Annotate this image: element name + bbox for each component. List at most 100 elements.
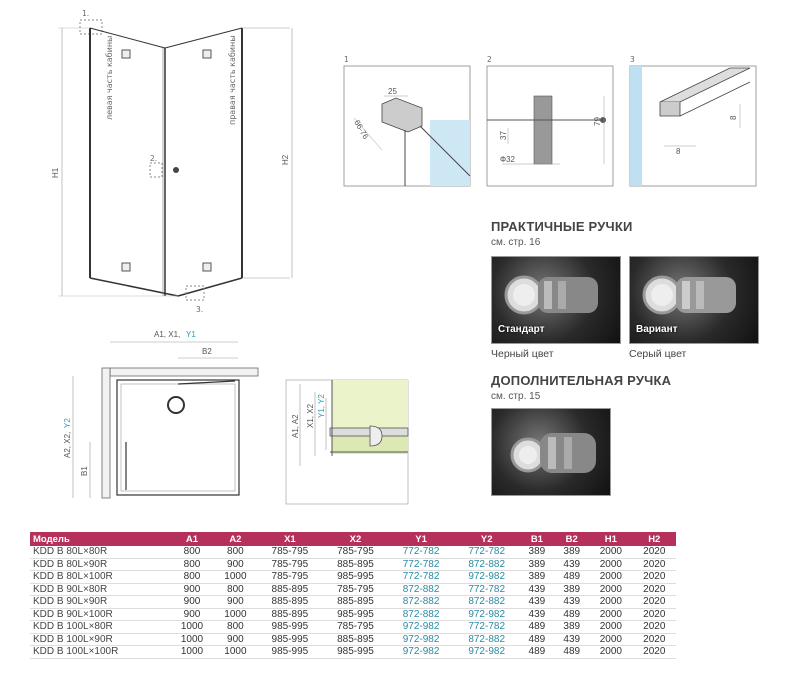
table-cell: 2000 bbox=[589, 645, 633, 659]
table-cell: 872-882 bbox=[388, 595, 454, 609]
dim-plan-b1: B1 bbox=[80, 466, 89, 476]
table-cell: 972-982 bbox=[453, 608, 520, 621]
dim-plan-side-cyan: Y2 bbox=[63, 418, 72, 428]
table-cell: 2020 bbox=[632, 558, 676, 571]
handle-label-variant: Вариант bbox=[636, 324, 678, 335]
col-model: Модель bbox=[30, 532, 171, 546]
table-cell: 900 bbox=[213, 595, 258, 609]
table-cell: 439 bbox=[554, 558, 590, 571]
table-cell: 389 bbox=[519, 570, 555, 584]
table-cell: 2020 bbox=[632, 608, 676, 621]
table-cell: KDD B 90L×90R bbox=[30, 595, 171, 609]
dim-h2: H2 bbox=[281, 154, 290, 165]
table-cell: 772-782 bbox=[388, 570, 454, 584]
table-cell: 972-982 bbox=[453, 645, 520, 659]
table-cell: 785-795 bbox=[257, 558, 323, 571]
table-cell: 439 bbox=[554, 633, 590, 646]
table-cell: 885-895 bbox=[257, 595, 323, 609]
table-cell: 2020 bbox=[632, 620, 676, 634]
table-cell: KDD B 90L×80R bbox=[30, 583, 171, 596]
table-cell: 2020 bbox=[632, 583, 676, 596]
dim-plan-a-cyan: Y1 bbox=[186, 330, 196, 339]
table-cell: 2000 bbox=[589, 570, 633, 584]
table-cell: 439 bbox=[519, 608, 555, 621]
table-cell: 985-995 bbox=[322, 570, 389, 584]
detail-2-dim-b: 79 bbox=[593, 117, 602, 126]
table-cell: 800 bbox=[213, 620, 258, 634]
right-part-label: правая часть кабины bbox=[228, 35, 237, 125]
col-h1: H1 bbox=[589, 532, 633, 546]
table-cell: 885-895 bbox=[322, 595, 389, 609]
table-cell: 872-882 bbox=[388, 608, 454, 621]
table-cell: 389 bbox=[554, 620, 590, 634]
detail-2-dim-a: 37 bbox=[499, 131, 508, 140]
table-cell: 2000 bbox=[589, 595, 633, 609]
section-a: A1, A2 bbox=[291, 414, 300, 438]
table-cell: 900 bbox=[213, 558, 258, 571]
table-cell: 985-995 bbox=[322, 645, 389, 659]
table-cell: 2020 bbox=[632, 633, 676, 646]
table-cell: 439 bbox=[519, 595, 555, 609]
col-h2: H2 bbox=[632, 532, 676, 546]
handle-photo-standard: Стандарт bbox=[491, 256, 621, 344]
marker-2: 2. bbox=[150, 154, 157, 163]
table-cell: KDD B 100L×80R bbox=[30, 620, 171, 634]
extra-handle-title: ДОПОЛНИТЕЛЬНАЯ РУЧКА bbox=[491, 373, 672, 388]
dim-plan-a: A1, X1, bbox=[154, 330, 180, 339]
col-x1: X1 bbox=[257, 532, 323, 546]
table-cell: 972-982 bbox=[388, 620, 454, 634]
spec-table-header: Модель A1 A2 X1 X2 Y1 Y2 B1 B2 H1 H2 bbox=[30, 532, 676, 546]
detail-3-dim-b: 8 bbox=[729, 115, 738, 120]
spec-table: Модель A1 A2 X1 X2 Y1 Y2 B1 B2 H1 H2 KDD… bbox=[30, 532, 676, 659]
section-y: Y1, Y2 bbox=[317, 394, 326, 418]
dim-h1: H1 bbox=[51, 167, 60, 178]
table-cell: 972-982 bbox=[388, 633, 454, 646]
handle-variant-icon bbox=[642, 275, 736, 315]
handle-caption-standard: Черный цвет bbox=[491, 348, 554, 360]
table-cell: KDD B 100L×90R bbox=[30, 633, 171, 646]
left-part-label: левая часть кабины bbox=[105, 36, 114, 120]
table-cell: 2020 bbox=[632, 570, 676, 584]
table-cell: 985-995 bbox=[257, 633, 323, 646]
col-a1: A1 bbox=[170, 532, 214, 546]
table-cell: 489 bbox=[519, 633, 555, 646]
table-cell: 2000 bbox=[589, 558, 633, 571]
table-cell: 800 bbox=[170, 570, 214, 584]
handle-standard-icon bbox=[504, 275, 598, 315]
table-cell: 389 bbox=[519, 558, 555, 571]
table-cell: 872-882 bbox=[453, 595, 520, 609]
detail-3-num: 3 bbox=[630, 55, 635, 64]
table-cell: 489 bbox=[554, 570, 590, 584]
table-cell: 1000 bbox=[170, 645, 214, 659]
table-cell: 2000 bbox=[589, 546, 633, 559]
table-cell: 2020 bbox=[632, 546, 676, 559]
table-cell: 772-782 bbox=[388, 546, 454, 559]
table-cell: 972-982 bbox=[453, 570, 520, 584]
table-cell: 439 bbox=[519, 583, 555, 596]
table-cell: KDD B 100L×100R bbox=[30, 645, 171, 659]
table-cell: 885-895 bbox=[322, 558, 389, 571]
handles-ref: см. стр. 16 bbox=[491, 237, 541, 248]
table-cell: 772-782 bbox=[453, 546, 520, 559]
table-cell: 985-995 bbox=[257, 645, 323, 659]
table-cell: 985-995 bbox=[257, 620, 323, 634]
table-cell: 772-782 bbox=[453, 620, 520, 634]
table-cell: 800 bbox=[170, 558, 214, 571]
table-cell: 2020 bbox=[632, 645, 676, 659]
table-cell: 489 bbox=[554, 608, 590, 621]
detail-2-dim-c: Ф32 bbox=[500, 155, 516, 164]
table-cell: 885-895 bbox=[257, 608, 323, 621]
table-cell: 489 bbox=[554, 645, 590, 659]
table-cell: 389 bbox=[554, 546, 590, 559]
table-cell: 885-895 bbox=[322, 633, 389, 646]
col-x2: X2 bbox=[322, 532, 389, 546]
table-cell: 900 bbox=[170, 595, 214, 609]
table-cell: 785-795 bbox=[322, 583, 389, 596]
table-cell: 872-882 bbox=[388, 583, 454, 596]
